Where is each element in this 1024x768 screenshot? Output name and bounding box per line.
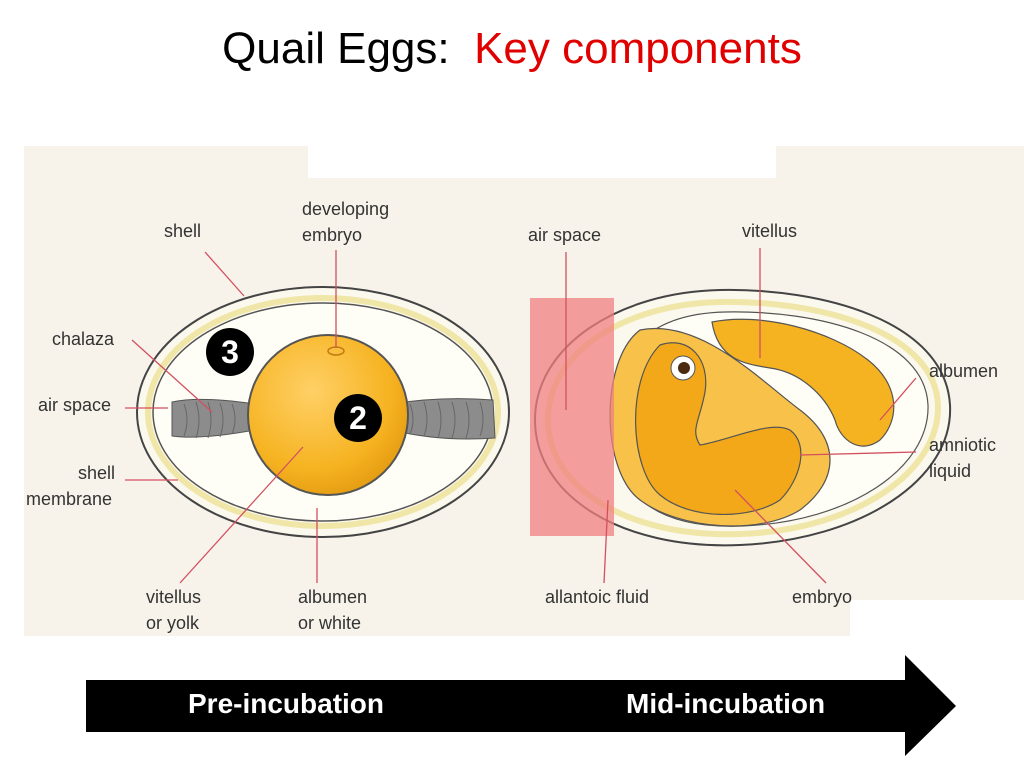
label-albumen-white-1: albumen [298, 587, 368, 607]
left-leader-lines [125, 250, 337, 584]
label-albumen-white-2: or white [298, 613, 362, 633]
label-allantoic-fluid: allantoic fluid [545, 587, 650, 607]
left-yolk [247, 334, 409, 496]
label-amniotic-2: liquid [929, 461, 972, 481]
label-embryo-right: embryo [792, 587, 853, 607]
label-albumen-right: albumen [929, 361, 999, 381]
chick-embryo [635, 342, 802, 515]
badge-two: 2 [334, 394, 382, 442]
diagram-top-gap [308, 146, 776, 178]
label-developing: developing [302, 199, 390, 219]
label-shell-membrane-2: membrane [26, 489, 113, 509]
label-air-space-right: air space [528, 225, 602, 245]
label-air-space-left: air space [38, 395, 112, 415]
label-embryo: embryo [302, 225, 363, 245]
slide-title: Quail Eggs: Key components [0, 24, 1024, 74]
right-vitellus [711, 318, 895, 447]
label-amniotic-1: amniotic [929, 435, 997, 455]
timeline-arrow [86, 655, 956, 756]
label-shell-membrane-1: shell [78, 463, 116, 483]
label-vitellus: vitellus [742, 221, 798, 241]
label-chalaza: chalaza [52, 329, 115, 349]
timeline-end-label: Mid-incubation [626, 688, 826, 719]
timeline-start-label: Pre-incubation [188, 688, 385, 719]
right-leader-lines [565, 248, 917, 584]
badge-three: 3 [206, 328, 254, 376]
label-vitellus-yolk-1: vitellus [146, 587, 202, 607]
diagram-corner-gap [850, 600, 1024, 636]
label-shell: shell [164, 221, 202, 241]
embryo-pupil [678, 362, 690, 374]
label-vitellus-yolk-2: or yolk [146, 613, 200, 633]
title-main: Quail Eggs: [222, 24, 450, 73]
allantoic-highlight [530, 298, 614, 536]
pre-incubation-egg [125, 250, 510, 584]
mid-incubation-egg [530, 248, 952, 584]
left-chalaza [171, 398, 256, 439]
title-accent: Key components [474, 24, 802, 73]
right-chalaza [391, 398, 496, 440]
left-shell-membrane [145, 295, 501, 529]
